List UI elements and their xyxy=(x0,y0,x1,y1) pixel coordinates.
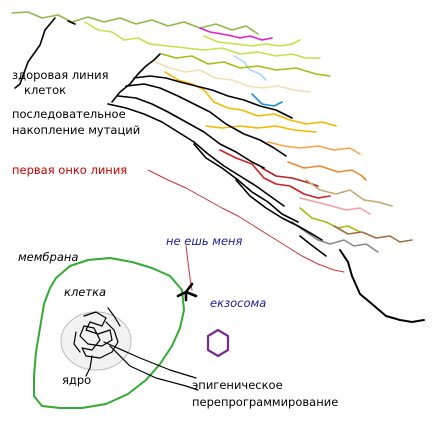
mutation-tree-branch xyxy=(235,179,323,241)
mutation-line-blue xyxy=(251,93,283,107)
mutation-line-brown xyxy=(333,225,413,243)
mutation-line-peach xyxy=(154,61,311,93)
label-healthy-line-1: здоровая линия xyxy=(12,68,109,82)
cell-nucleus xyxy=(60,311,132,371)
mutation-tree-branch xyxy=(133,75,293,119)
label-reprogramming-1: эпигеническое xyxy=(192,378,283,392)
mutation-line-gray xyxy=(291,221,379,253)
healthy-branch xyxy=(67,20,76,25)
reprogramming-pointer xyxy=(85,355,93,377)
cell-membrane xyxy=(33,257,185,409)
label-healthy-line-2: клеток xyxy=(24,83,67,97)
reprogramming-pointer xyxy=(109,345,199,391)
label-exosome: екзосома xyxy=(210,296,267,310)
mutation-tree-branch xyxy=(107,103,285,207)
nucleus-chromatin xyxy=(79,311,119,359)
dont-eat-me-receptor xyxy=(176,282,198,302)
label-reprogramming-2: перепрограммирование xyxy=(192,395,339,409)
mutation-line-orange-dark xyxy=(287,161,367,181)
mutation-tree-branch xyxy=(299,235,327,257)
mutation-line-orange-2 xyxy=(205,125,317,133)
mutation-line-red xyxy=(219,149,331,199)
mutation-line-light-blue xyxy=(233,55,267,81)
label-first-onco-line: первая онко линия xyxy=(12,163,128,177)
mutation-line-yellow-green xyxy=(84,21,321,59)
mutation-tree-branch xyxy=(117,95,265,169)
label-cell: клетка xyxy=(64,285,107,299)
label-mutations-1: последовательное xyxy=(12,107,126,121)
mutation-line-olive xyxy=(161,53,331,77)
nucleus-chromatin xyxy=(73,307,121,353)
mutation-line-orange xyxy=(164,71,337,127)
mutation-line-black-final xyxy=(339,249,425,323)
reprogramming-pointer xyxy=(103,341,197,379)
label-nucleus: ядро xyxy=(62,373,92,387)
healthy-branch-left xyxy=(14,17,56,89)
healthy-cell-line xyxy=(11,11,259,35)
exosome-hexagon xyxy=(206,328,230,358)
label-membrane: мембрана xyxy=(18,250,79,264)
mutation-line-yellow-green-2 xyxy=(203,35,301,47)
first-onco-line xyxy=(147,169,345,273)
mutation-line-orange-light xyxy=(267,141,361,155)
mutation-line-tan xyxy=(305,179,393,207)
mutation-tree-trunk xyxy=(111,53,161,103)
mutation-tree-branch xyxy=(125,83,287,157)
mutation-line-pink xyxy=(299,197,371,215)
label-mutations-2: накопление мутаций xyxy=(12,123,141,137)
mutation-line-olive-2 xyxy=(299,207,361,233)
mutation-line-magenta xyxy=(199,27,273,41)
mutation-tree-branch xyxy=(193,143,299,223)
label-dont-eat-me: не ешь меня xyxy=(166,234,243,248)
